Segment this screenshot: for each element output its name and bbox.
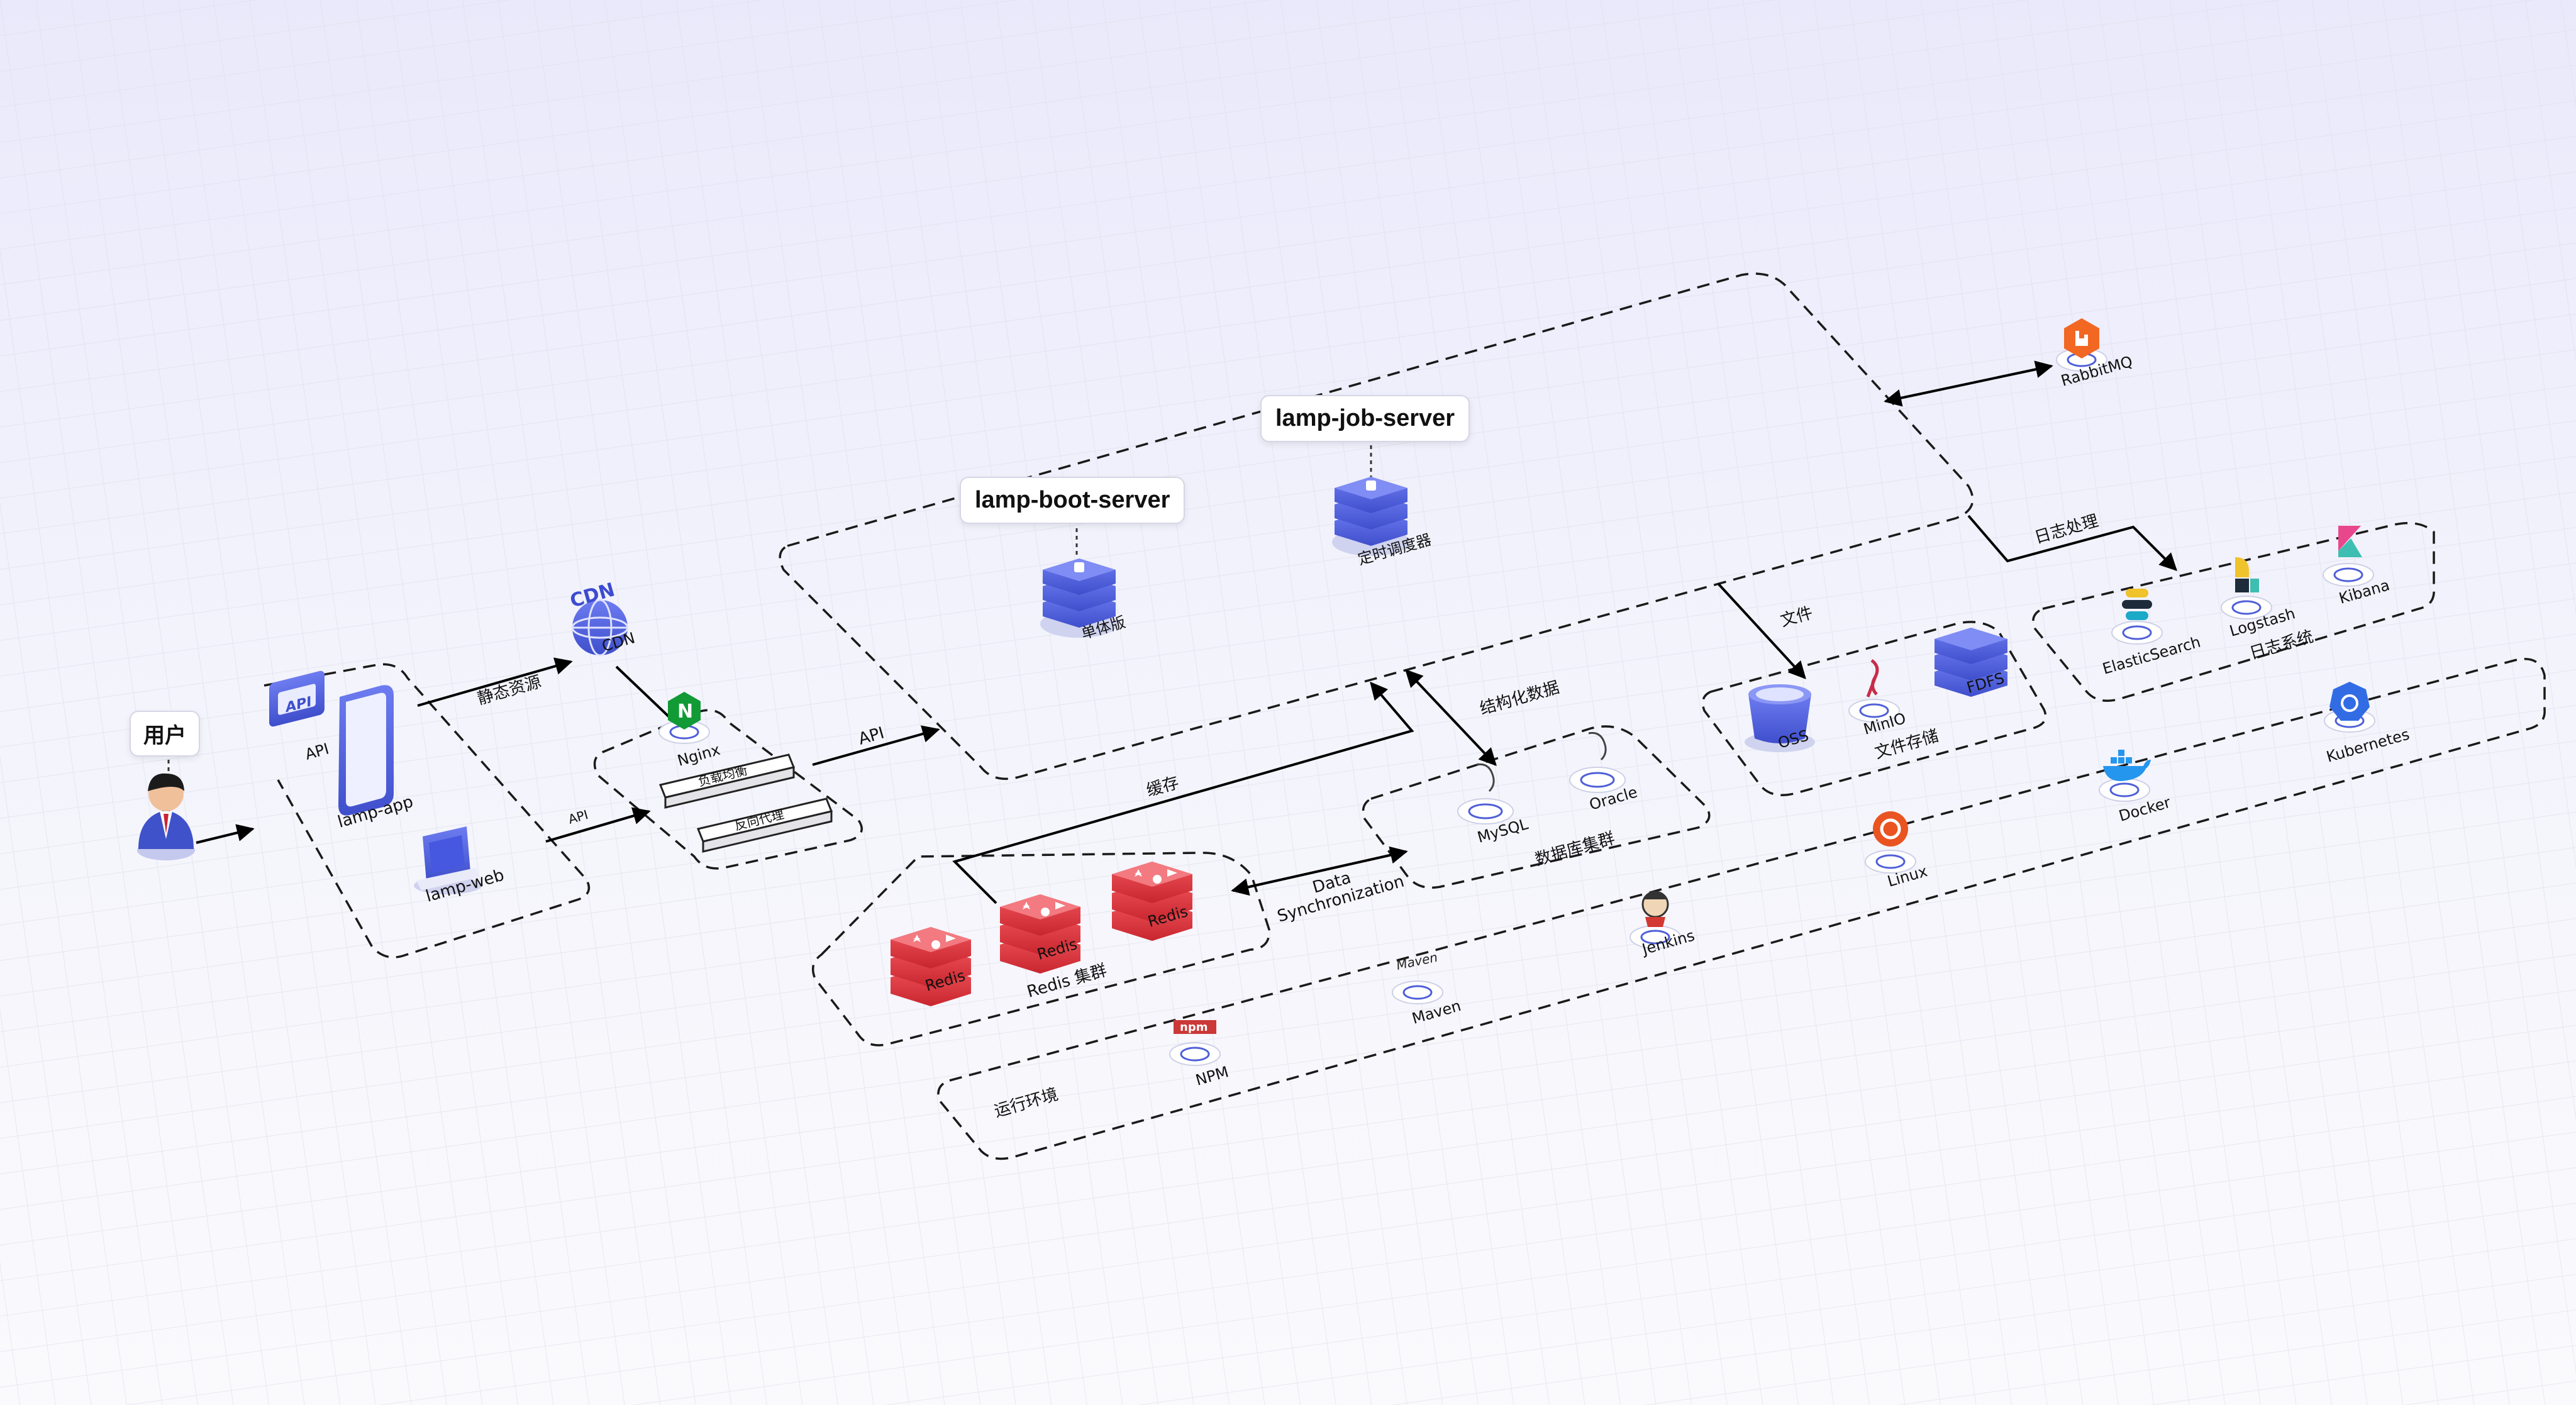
edge-cache-label: 缓存 xyxy=(1145,774,1181,801)
oracle-icon xyxy=(1569,731,1626,793)
data-sync-arrow xyxy=(1231,846,1408,896)
runtime-group xyxy=(937,657,2546,1160)
kibana-icon xyxy=(2323,526,2374,587)
cdn-to-nginx-line xyxy=(615,665,670,718)
npm-icon: npm xyxy=(1169,1020,1221,1066)
user-callout: 用户 xyxy=(130,711,200,757)
cache-arrow xyxy=(952,681,1414,904)
elasticsearch-icon xyxy=(2111,589,2163,645)
redis-icon-3 xyxy=(1112,862,1192,941)
minio-icon xyxy=(1848,658,1900,723)
edge-file-label: 文件 xyxy=(1779,604,1815,631)
rabbitmq-arrow xyxy=(1884,360,2053,407)
log-group xyxy=(2032,522,2435,702)
kubernetes-label: Kubernetes xyxy=(2324,725,2411,765)
logstash-icon xyxy=(2221,557,2272,619)
mysql-icon xyxy=(1457,763,1514,825)
edge-log-processing-label: 日志处理 xyxy=(2033,511,2101,548)
oss-bucket-icon xyxy=(1745,684,1815,752)
docker-icon xyxy=(2099,750,2151,802)
storage-group xyxy=(1701,621,2047,796)
nginx-group xyxy=(593,709,863,870)
file-arrow xyxy=(1717,582,1806,680)
client-group xyxy=(264,663,591,958)
reverse-proxy-block: 反向代理 xyxy=(696,797,833,853)
api-label: API xyxy=(303,740,331,763)
jenkins-icon xyxy=(1629,891,1681,949)
log-processing-arrow xyxy=(1967,514,2177,571)
load-balance-block: 负载均衡 xyxy=(658,753,796,809)
structured-data-arrow xyxy=(1405,669,1497,767)
nginx-to-server-arrow xyxy=(812,725,940,766)
phone-icon xyxy=(338,685,394,816)
linux-icon xyxy=(1865,811,1916,874)
fdfs-server-icon xyxy=(1935,628,2007,697)
redis-group xyxy=(811,852,1270,1047)
nginx-icon: N xyxy=(658,692,710,744)
rabbitmq-icon xyxy=(2056,318,2107,372)
nginx-label: Nginx xyxy=(675,741,722,770)
boot-server-callout: lamp-boot-server xyxy=(960,477,1185,524)
npm-label: NPM xyxy=(1194,1063,1231,1089)
api-badge-icon: API xyxy=(269,670,325,727)
edge-structured-data-label: 结构化数据 xyxy=(1478,678,1562,719)
runtime-env-label: 运行环境 xyxy=(992,1085,1060,1121)
app-to-cdn-arrow xyxy=(417,657,573,707)
server-group xyxy=(779,272,1974,780)
svg-text:N: N xyxy=(677,701,693,723)
db-group xyxy=(1362,725,1711,889)
edge-static-resources-label: 静态资源 xyxy=(475,672,543,709)
maven-icon xyxy=(1392,980,1443,1004)
redis-icon-2 xyxy=(1000,894,1080,974)
computer-icon xyxy=(414,826,482,894)
edge-api-small-label: API xyxy=(567,807,590,827)
user-icon xyxy=(137,773,195,860)
db-cluster-label: 数据库集群 xyxy=(1533,829,1617,870)
web-to-nginx-arrow xyxy=(545,807,651,843)
maven-logo-text: Maven xyxy=(1395,950,1439,973)
kubernetes-icon xyxy=(2324,682,2375,733)
user-to-client-arrow xyxy=(196,824,255,844)
npm-logo-text: npm xyxy=(1180,1021,1208,1034)
scheduler-server-icon xyxy=(1332,477,1410,556)
monolith-server-icon xyxy=(1040,558,1118,638)
globe-icon xyxy=(571,599,629,657)
job-server-callout: lamp-job-server xyxy=(1260,395,1470,442)
redis-icon-1 xyxy=(891,927,971,1006)
